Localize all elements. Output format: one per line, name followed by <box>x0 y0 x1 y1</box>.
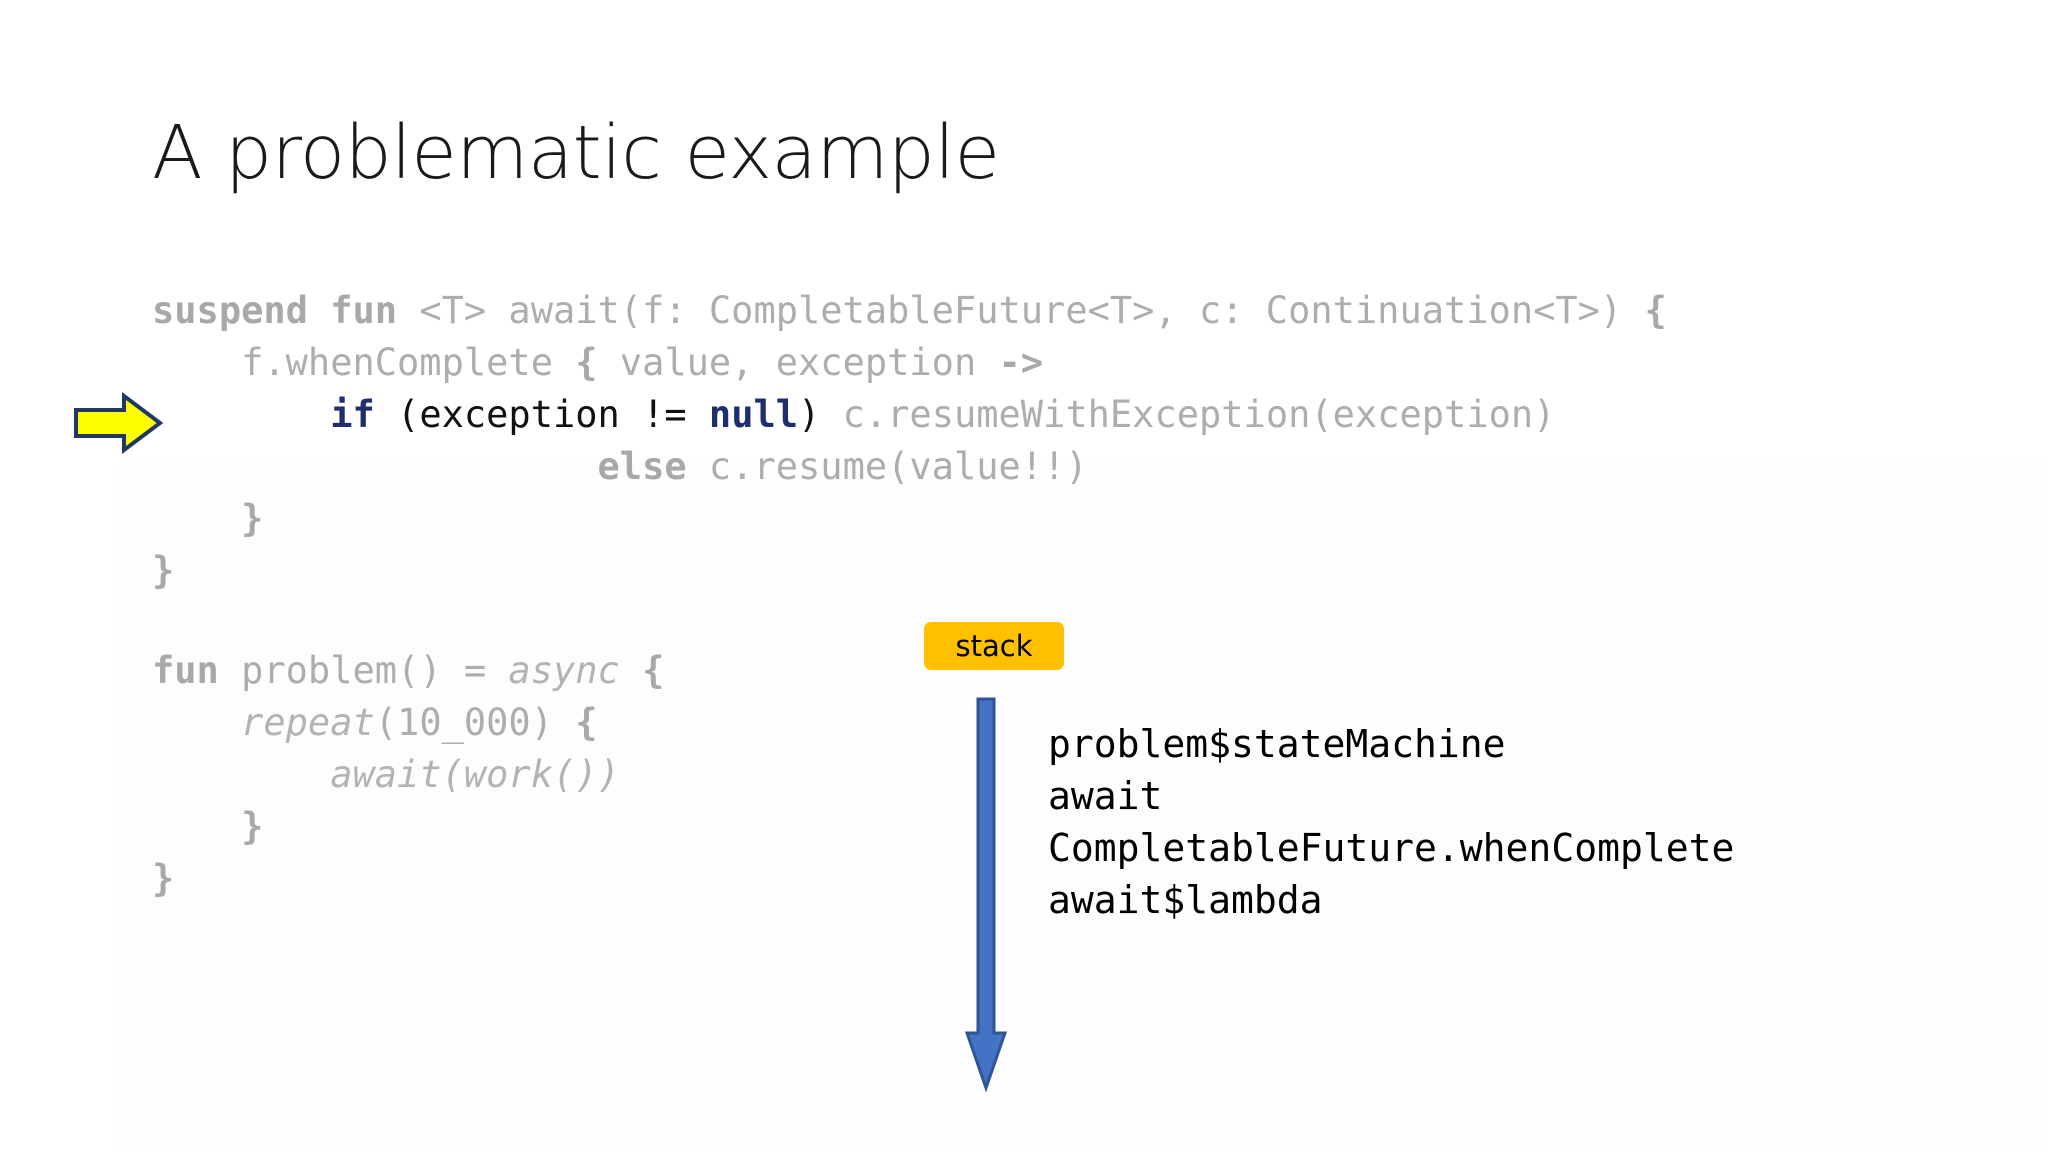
code-token: problem() = <box>241 649 509 692</box>
code-line-else-resume: else c.resume(value!!) <box>152 441 1667 493</box>
code-line-close-lambda: } <box>152 493 1667 545</box>
code-line-if-exception: if (exception != null) c.resumeWithExcep… <box>152 389 1667 441</box>
code-token <box>152 701 241 744</box>
stack-frame: CompletableFuture.whenComplete <box>1048 826 1735 870</box>
code-token <box>152 497 241 540</box>
right-arrow-icon <box>72 392 164 454</box>
code-token: } <box>241 805 264 848</box>
code-token: else <box>597 445 687 488</box>
code-token: suspend fun <box>152 289 420 332</box>
code-token: { <box>1644 289 1667 332</box>
code-token: { <box>575 701 598 744</box>
code-token: } <box>152 857 175 900</box>
code-token: ) <box>798 393 821 436</box>
code-line-await-signature: suspend fun <T> await(f: CompletableFutu… <box>152 285 1667 337</box>
page-title: A problematic example <box>152 110 1000 196</box>
code-token: fun <box>152 649 242 692</box>
code-line-close-fun: } <box>152 545 1667 597</box>
code-token: <T> await(f: CompletableFuture<T>, c: Co… <box>419 289 1645 332</box>
stack-frame: await$lambda <box>1048 878 1323 922</box>
code-line-repeat-loop: repeat(10_000) { <box>152 697 664 749</box>
code-token: { <box>642 649 665 692</box>
code-line-when-complete: f.whenComplete { value, exception -> <box>152 337 1667 389</box>
code-line-close-problem: } <box>152 853 664 905</box>
code-token <box>152 393 330 436</box>
code-token <box>152 445 598 488</box>
code-token: } <box>241 497 264 540</box>
code-token <box>152 753 330 796</box>
code-token: await(work()) <box>330 753 620 796</box>
code-token: f.whenComplete <box>152 341 576 384</box>
code-token: (10_000) <box>374 701 576 744</box>
stack-badge: stack <box>924 622 1064 670</box>
code-token: if <box>330 393 375 436</box>
stack-frame: await <box>1048 774 1163 818</box>
stack-frame: problem$stateMachine <box>1048 722 1506 766</box>
code-token: null <box>708 393 799 436</box>
code-line-close-repeat: } <box>152 801 664 853</box>
code-line-await-work: await(work()) <box>152 749 664 801</box>
code-token: c.resume(value!!) <box>686 445 1088 488</box>
code-token: value, exception <box>597 341 999 384</box>
code-token <box>152 805 241 848</box>
code-token: async <box>508 649 643 692</box>
code-line-fun-problem: fun problem() = async { <box>152 645 664 697</box>
code-token: } <box>152 549 175 592</box>
code-token: -> <box>998 341 1044 384</box>
code-token: repeat <box>241 701 375 744</box>
code-block-problem: fun problem() = async { repeat(10_000) {… <box>152 645 664 905</box>
code-token: c.resumeWithException(exception) <box>820 393 1556 436</box>
code-token: { <box>575 341 598 384</box>
code-token: (exception != <box>374 393 709 436</box>
code-block-await: suspend fun <T> await(f: CompletableFutu… <box>152 285 1667 597</box>
down-arrow-icon <box>964 697 1008 1093</box>
